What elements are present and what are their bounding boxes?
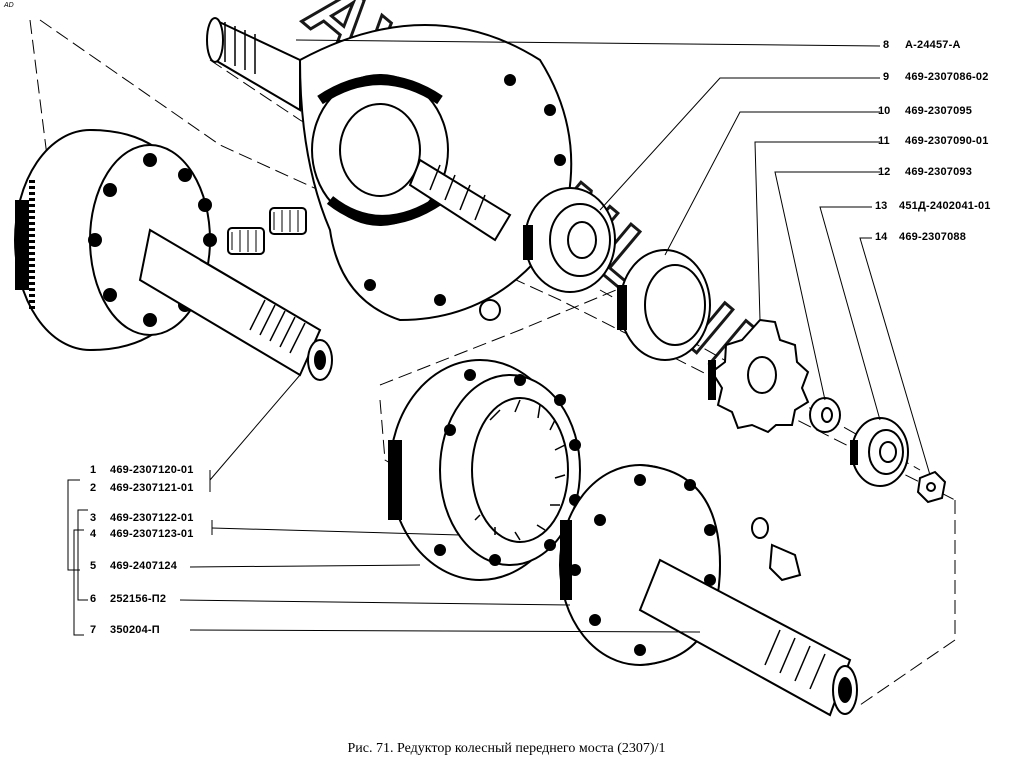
callout-14-number: 14: [875, 231, 888, 243]
seal-10: [617, 249, 711, 361]
callout-10-code: 469-2307095: [905, 105, 973, 117]
bolt-and-washer: [751, 517, 802, 582]
bearing-13: [850, 417, 909, 487]
callout-4-number: 4: [90, 528, 97, 540]
callout-7-number: 7: [90, 624, 97, 636]
axis-line-left: [29, 19, 51, 181]
input-shaft: [206, 17, 512, 242]
callout-14-code: 469-2307088: [899, 231, 967, 243]
callout-10-number: 10: [878, 105, 891, 117]
callout-8-number: 8: [883, 39, 890, 51]
callout-12-code: 469-2307093: [905, 166, 973, 178]
leader-lines-right: [295, 39, 931, 476]
callout-13-code: 451Д-2402041-01: [899, 200, 991, 212]
drain-plugs: [227, 207, 307, 255]
corner-mark: AD: [4, 2, 14, 9]
figure-caption: Рис. 71. Редуктор колесный переднего мос…: [347, 741, 666, 756]
callout-4-code: 469-2307123-01: [110, 528, 194, 540]
callout-6-number: 6: [90, 593, 97, 605]
o-ring: [479, 299, 501, 321]
axis-line-right: [859, 500, 956, 706]
ring-gear-teeth: [474, 399, 566, 541]
gear-11: [708, 318, 810, 434]
callout-11-code: 469-2307090-01: [905, 135, 989, 147]
callout-8-code: А-24457-А: [905, 39, 961, 51]
callout-2-code: 469-2307121-01: [110, 482, 194, 494]
callout-3-number: 3: [90, 512, 97, 524]
bearing-9: [523, 187, 616, 293]
ring-gear-holes: [434, 369, 581, 566]
callout-13-number: 13: [875, 200, 888, 212]
hub-bolt-holes-right: [569, 474, 716, 656]
washer-12: [809, 397, 841, 433]
shaft-splines-right: [764, 629, 826, 690]
ring-gear: [388, 359, 581, 581]
callout-3-code: 469-2307122-01: [110, 512, 194, 524]
callout-12-number: 12: [878, 166, 891, 178]
callout-2-number: 2: [90, 482, 97, 494]
housing-bolt-holes: [364, 74, 566, 306]
hub-flange-right: [559, 464, 858, 717]
callout-6-code: 252156-П2: [110, 593, 167, 605]
callout-7-code: 350204-П: [110, 624, 160, 636]
callout-9-number: 9: [883, 71, 890, 83]
callout-1-code: 469-2307120-01: [110, 464, 194, 476]
leader-lines-left: [67, 374, 701, 636]
nut-14: [916, 470, 947, 504]
callout-5-code: 469-2407124: [110, 560, 178, 572]
callout-5-number: 5: [90, 560, 97, 572]
callout-9-code: 469-2307086-02: [905, 71, 989, 83]
axis-line-mid: [379, 279, 641, 386]
callout-11-number: 11: [878, 135, 890, 147]
hub-flange-left: [14, 129, 333, 381]
callout-1-number: 1: [90, 464, 97, 476]
axis-line-bottom: [379, 399, 411, 476]
shaft-splines-left: [249, 299, 306, 354]
